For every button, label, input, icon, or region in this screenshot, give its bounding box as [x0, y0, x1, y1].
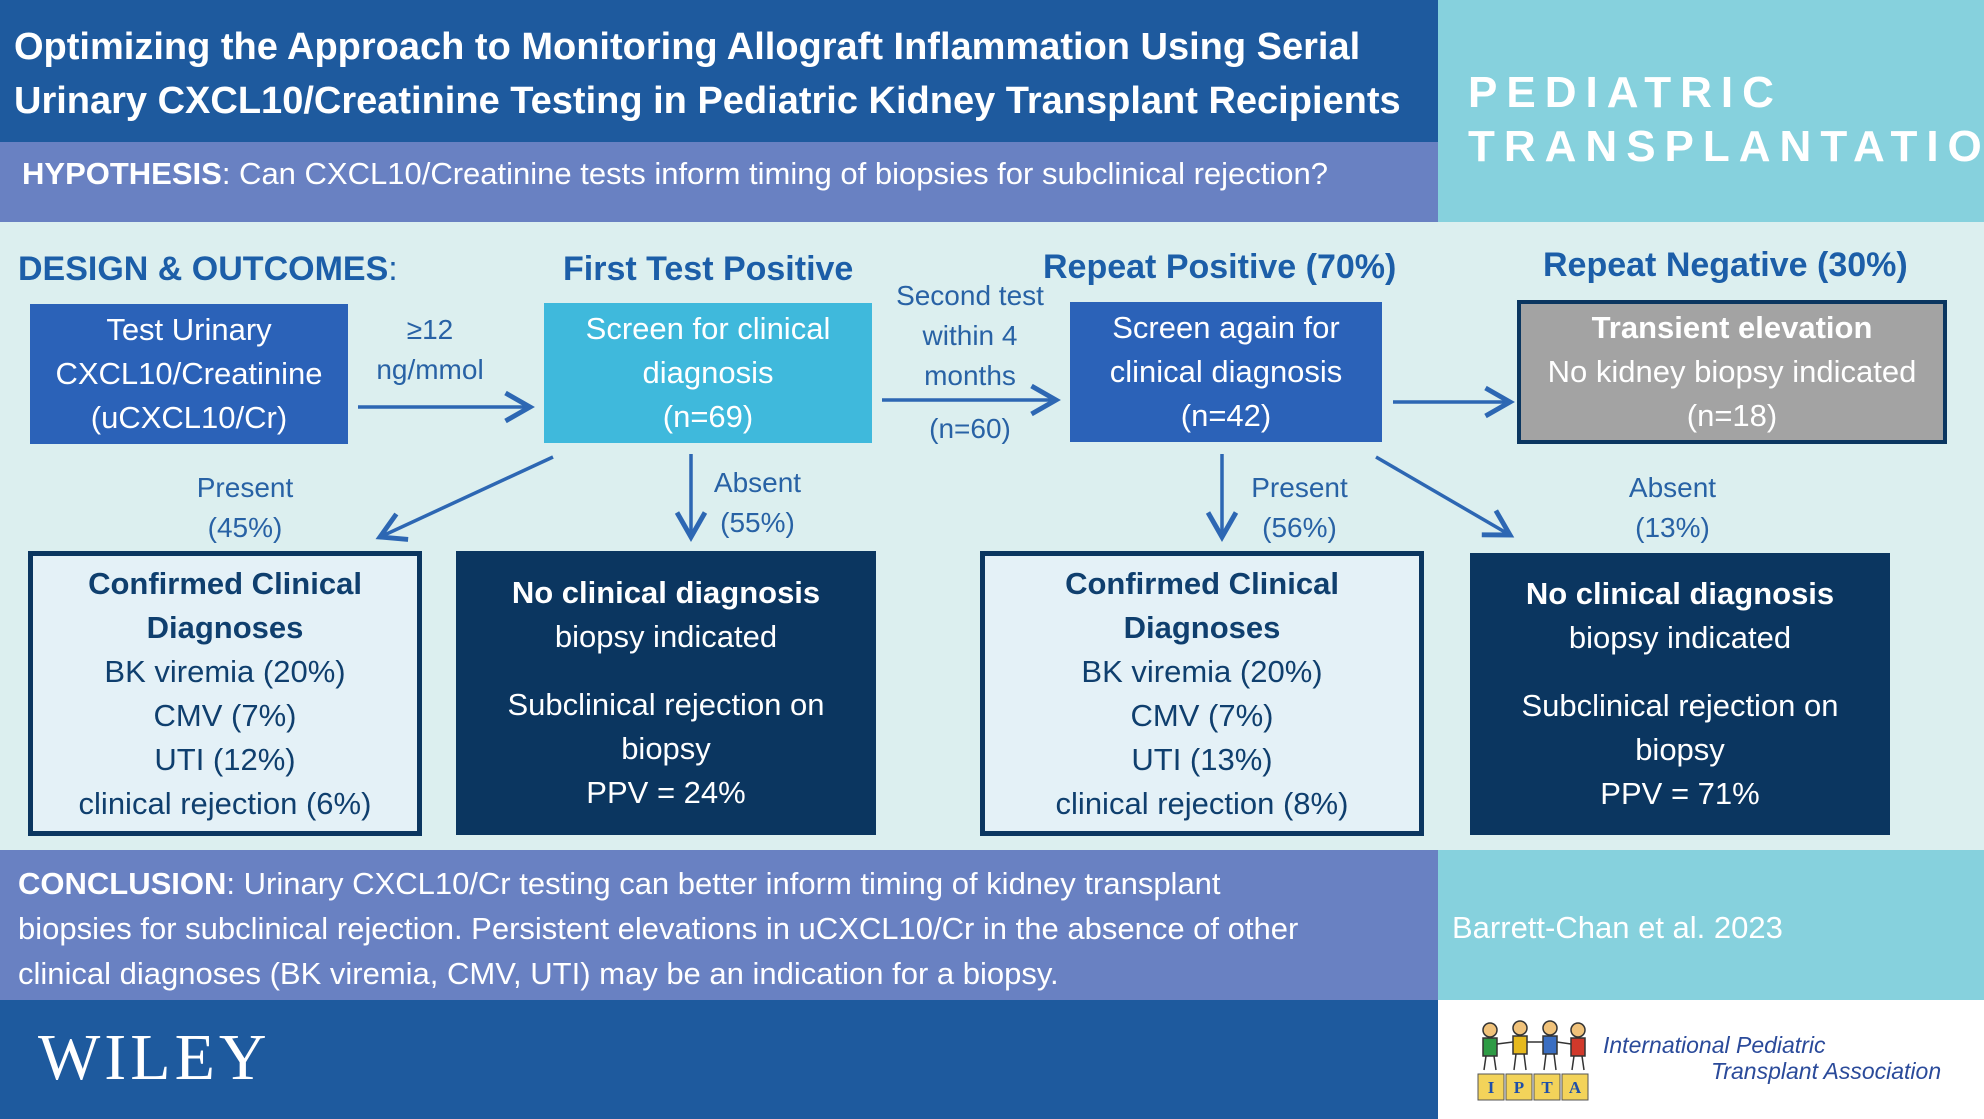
present-2-label: Present (56%) — [1232, 468, 1367, 548]
noclin-1-title: No clinical diagnosis — [511, 575, 821, 610]
design-outcomes-colon: : — [388, 250, 398, 288]
conclusion-label: CONCLUSION — [18, 866, 227, 901]
header-first-test-positive: First Test Positive — [563, 250, 854, 288]
no-clinical-diagnosis-box-2: No clinical diagnosis biopsy indicated S… — [1470, 553, 1890, 835]
threshold-value: ≥12 — [406, 314, 454, 345]
design-outcomes-label: DESIGN & OUTCOMES: — [18, 250, 398, 289]
journal-name-line-1: PEDIATRIC — [1468, 68, 1783, 117]
ipta-name-line-2: Transplant Association — [1711, 1058, 1942, 1084]
ipta-block-p: P — [1514, 1078, 1524, 1097]
present-1-text: Present — [196, 472, 294, 503]
title-line-1: Optimizing the Approach to Monitoring Al… — [14, 26, 1361, 68]
test-urinary-line-2: CXCL10/Creatinine — [55, 356, 323, 391]
test-urinary-box: Test Urinary CXCL10/Creatinine (uCXCL10/… — [30, 304, 348, 444]
screen-clinical-line-1: Screen for clinical — [585, 311, 831, 346]
noclin-2-title: No clinical diagnosis — [1525, 576, 1835, 611]
confirmed-1-uti: UTI (12%) — [154, 741, 296, 777]
journal-name: PEDIATRIC TRANSPLANTATION — [1468, 66, 1984, 174]
absent-2-text: Absent — [1628, 472, 1717, 503]
arrow-absent-2 — [1375, 455, 1515, 538]
ipta-block-a: A — [1569, 1078, 1582, 1097]
conclusion-bar: CONCLUSION: Urinary CXCL10/Cr testing ca… — [0, 850, 1438, 1000]
screen-again-box: Screen again for clinical diagnosis (n=4… — [1070, 302, 1382, 442]
noclin-2-subclinical-line-1: Subclinical rejection on — [1521, 688, 1839, 723]
conclusion-line-2: biopsies for subclinical rejection. Pers… — [18, 911, 1299, 946]
confirmed-2-title-line-2: Diagnoses — [1123, 609, 1281, 645]
footer-bar: WILEY — [0, 1000, 1438, 1119]
conclusion-text-1: : Urinary CXCL10/Cr testing can better i… — [226, 866, 1221, 901]
test-urinary-line-3: (uCXCL10/Cr) — [90, 400, 288, 435]
design-outcomes-text: DESIGN & OUTCOMES — [18, 250, 389, 288]
transient-elevation-box: Transient elevation No kidney biopsy ind… — [1517, 300, 1947, 444]
conclusion-line-1: CONCLUSION: Urinary CXCL10/Cr testing ca… — [18, 861, 1438, 906]
flow-arrows — [358, 383, 1515, 542]
absent-1-text: Absent — [713, 467, 802, 498]
ipta-panel: I P T A International Pediatric Transpla… — [1438, 1000, 1984, 1119]
present-2-percent: (56%) — [1262, 512, 1337, 543]
noclin-1-subclinical-line-1: Subclinical rejection on — [507, 687, 825, 722]
confirmed-diagnoses-box-2: Confirmed Clinical Diagnoses BK viremia … — [980, 551, 1424, 836]
title-line-2: Urinary CXCL10/Creatinine Testing in Ped… — [14, 80, 1401, 122]
confirmed-2-bk-viremia: BK viremia (20%) — [1081, 653, 1323, 689]
conclusion-line-3: clinical diagnoses (BK viremia, CMV, UTI… — [18, 956, 1059, 991]
noclin-2-subclinical-line-2: biopsy — [1635, 732, 1725, 767]
citation-panel: Barrett-Chan et al. 2023 — [1438, 850, 1984, 1000]
confirmed-1-bk-viremia: BK viremia (20%) — [104, 653, 346, 689]
second-test-line-1: Second test — [896, 280, 1044, 311]
present-2-text: Present — [1251, 472, 1348, 503]
journal-name-line-2: TRANSPLANTATION — [1468, 122, 1984, 171]
transient-elevation-line-3: (n=18) — [1686, 398, 1778, 433]
hypothesis-bar: HYPOTHESIS: Can CXCL10/Creatinine tests … — [0, 142, 1438, 222]
screen-again-line-3: (n=42) — [1180, 398, 1272, 433]
noclin-1-subclinical-line-2: biopsy — [621, 731, 711, 766]
screen-again-line-2: clinical diagnosis — [1109, 354, 1343, 389]
confirmed-1-title-line-2: Diagnoses — [146, 609, 304, 645]
screen-clinical-line-2: diagnosis — [642, 355, 774, 390]
second-test-count: (n=60) — [929, 413, 1011, 444]
noclin-1-ppv: PPV = 24% — [586, 775, 746, 810]
noclin-2-biopsy-indicated: biopsy indicated — [1568, 620, 1792, 655]
ipta-name-line-1: International Pediatric — [1603, 1032, 1826, 1058]
second-test-line-2: within 4 — [922, 320, 1018, 351]
screen-clinical-box: Screen for clinical diagnosis (n=69) — [544, 303, 872, 443]
ipta-logo-icon: I P T A — [1477, 1020, 1589, 1101]
hypothesis-text: : Can CXCL10/Creatinine tests inform tim… — [221, 156, 1329, 191]
transient-elevation-title: Transient elevation — [1591, 310, 1873, 345]
confirmed-1-clinical-rejection: clinical rejection (6%) — [78, 785, 372, 821]
header-repeat-positive: Repeat Positive (70%) — [1043, 248, 1397, 286]
second-test-line-3: months — [924, 360, 1016, 391]
confirmed-1-title-line-1: Confirmed Clinical — [88, 565, 362, 601]
wiley-logo: WILEY — [38, 1021, 271, 1094]
threshold-unit: ng/mmol — [376, 354, 484, 385]
present-1-label: Present (45%) — [175, 468, 315, 548]
confirmed-2-cmv: CMV (7%) — [1130, 697, 1274, 733]
absent-1-label: Absent (55%) — [690, 463, 825, 543]
confirmed-2-uti: UTI (13%) — [1131, 741, 1273, 777]
hypothesis-label: HYPOTHESIS — [22, 156, 222, 191]
threshold-label: ≥12 ng/mmol — [360, 310, 500, 390]
screen-clinical-line-3: (n=69) — [662, 399, 754, 434]
title-banner: Optimizing the Approach to Monitoring Al… — [0, 0, 1438, 142]
noclin-1-biopsy-indicated: biopsy indicated — [554, 619, 778, 654]
absent-2-label: Absent (13%) — [1605, 468, 1740, 548]
citation-text: Barrett-Chan et al. 2023 — [1452, 910, 1783, 945]
ipta-block-i: I — [1488, 1078, 1495, 1097]
journal-panel: PEDIATRIC TRANSPLANTATION — [1438, 0, 1984, 222]
confirmed-2-clinical-rejection: clinical rejection (8%) — [1055, 785, 1349, 821]
second-test-label: Second test within 4 months — [880, 276, 1060, 396]
arrow-present-1 — [375, 455, 554, 542]
noclin-2-ppv: PPV = 71% — [1600, 776, 1760, 811]
absent-1-percent: (55%) — [720, 507, 795, 538]
confirmed-1-cmv: CMV (7%) — [153, 697, 297, 733]
screen-again-line-1: Screen again for — [1112, 310, 1340, 345]
present-1-percent: (45%) — [207, 512, 283, 543]
test-urinary-line-1: Test Urinary — [106, 312, 272, 347]
transient-elevation-line-2: No kidney biopsy indicated — [1547, 354, 1917, 389]
no-clinical-diagnosis-box-1: No clinical diagnosis biopsy indicated S… — [456, 551, 876, 835]
confirmed-diagnoses-box-1: Confirmed Clinical Diagnoses BK viremia … — [28, 551, 422, 836]
ipta-block-t: T — [1541, 1078, 1553, 1097]
absent-2-percent: (13%) — [1635, 512, 1710, 543]
header-repeat-negative: Repeat Negative (30%) — [1543, 246, 1908, 284]
confirmed-2-title-line-1: Confirmed Clinical — [1065, 565, 1339, 601]
